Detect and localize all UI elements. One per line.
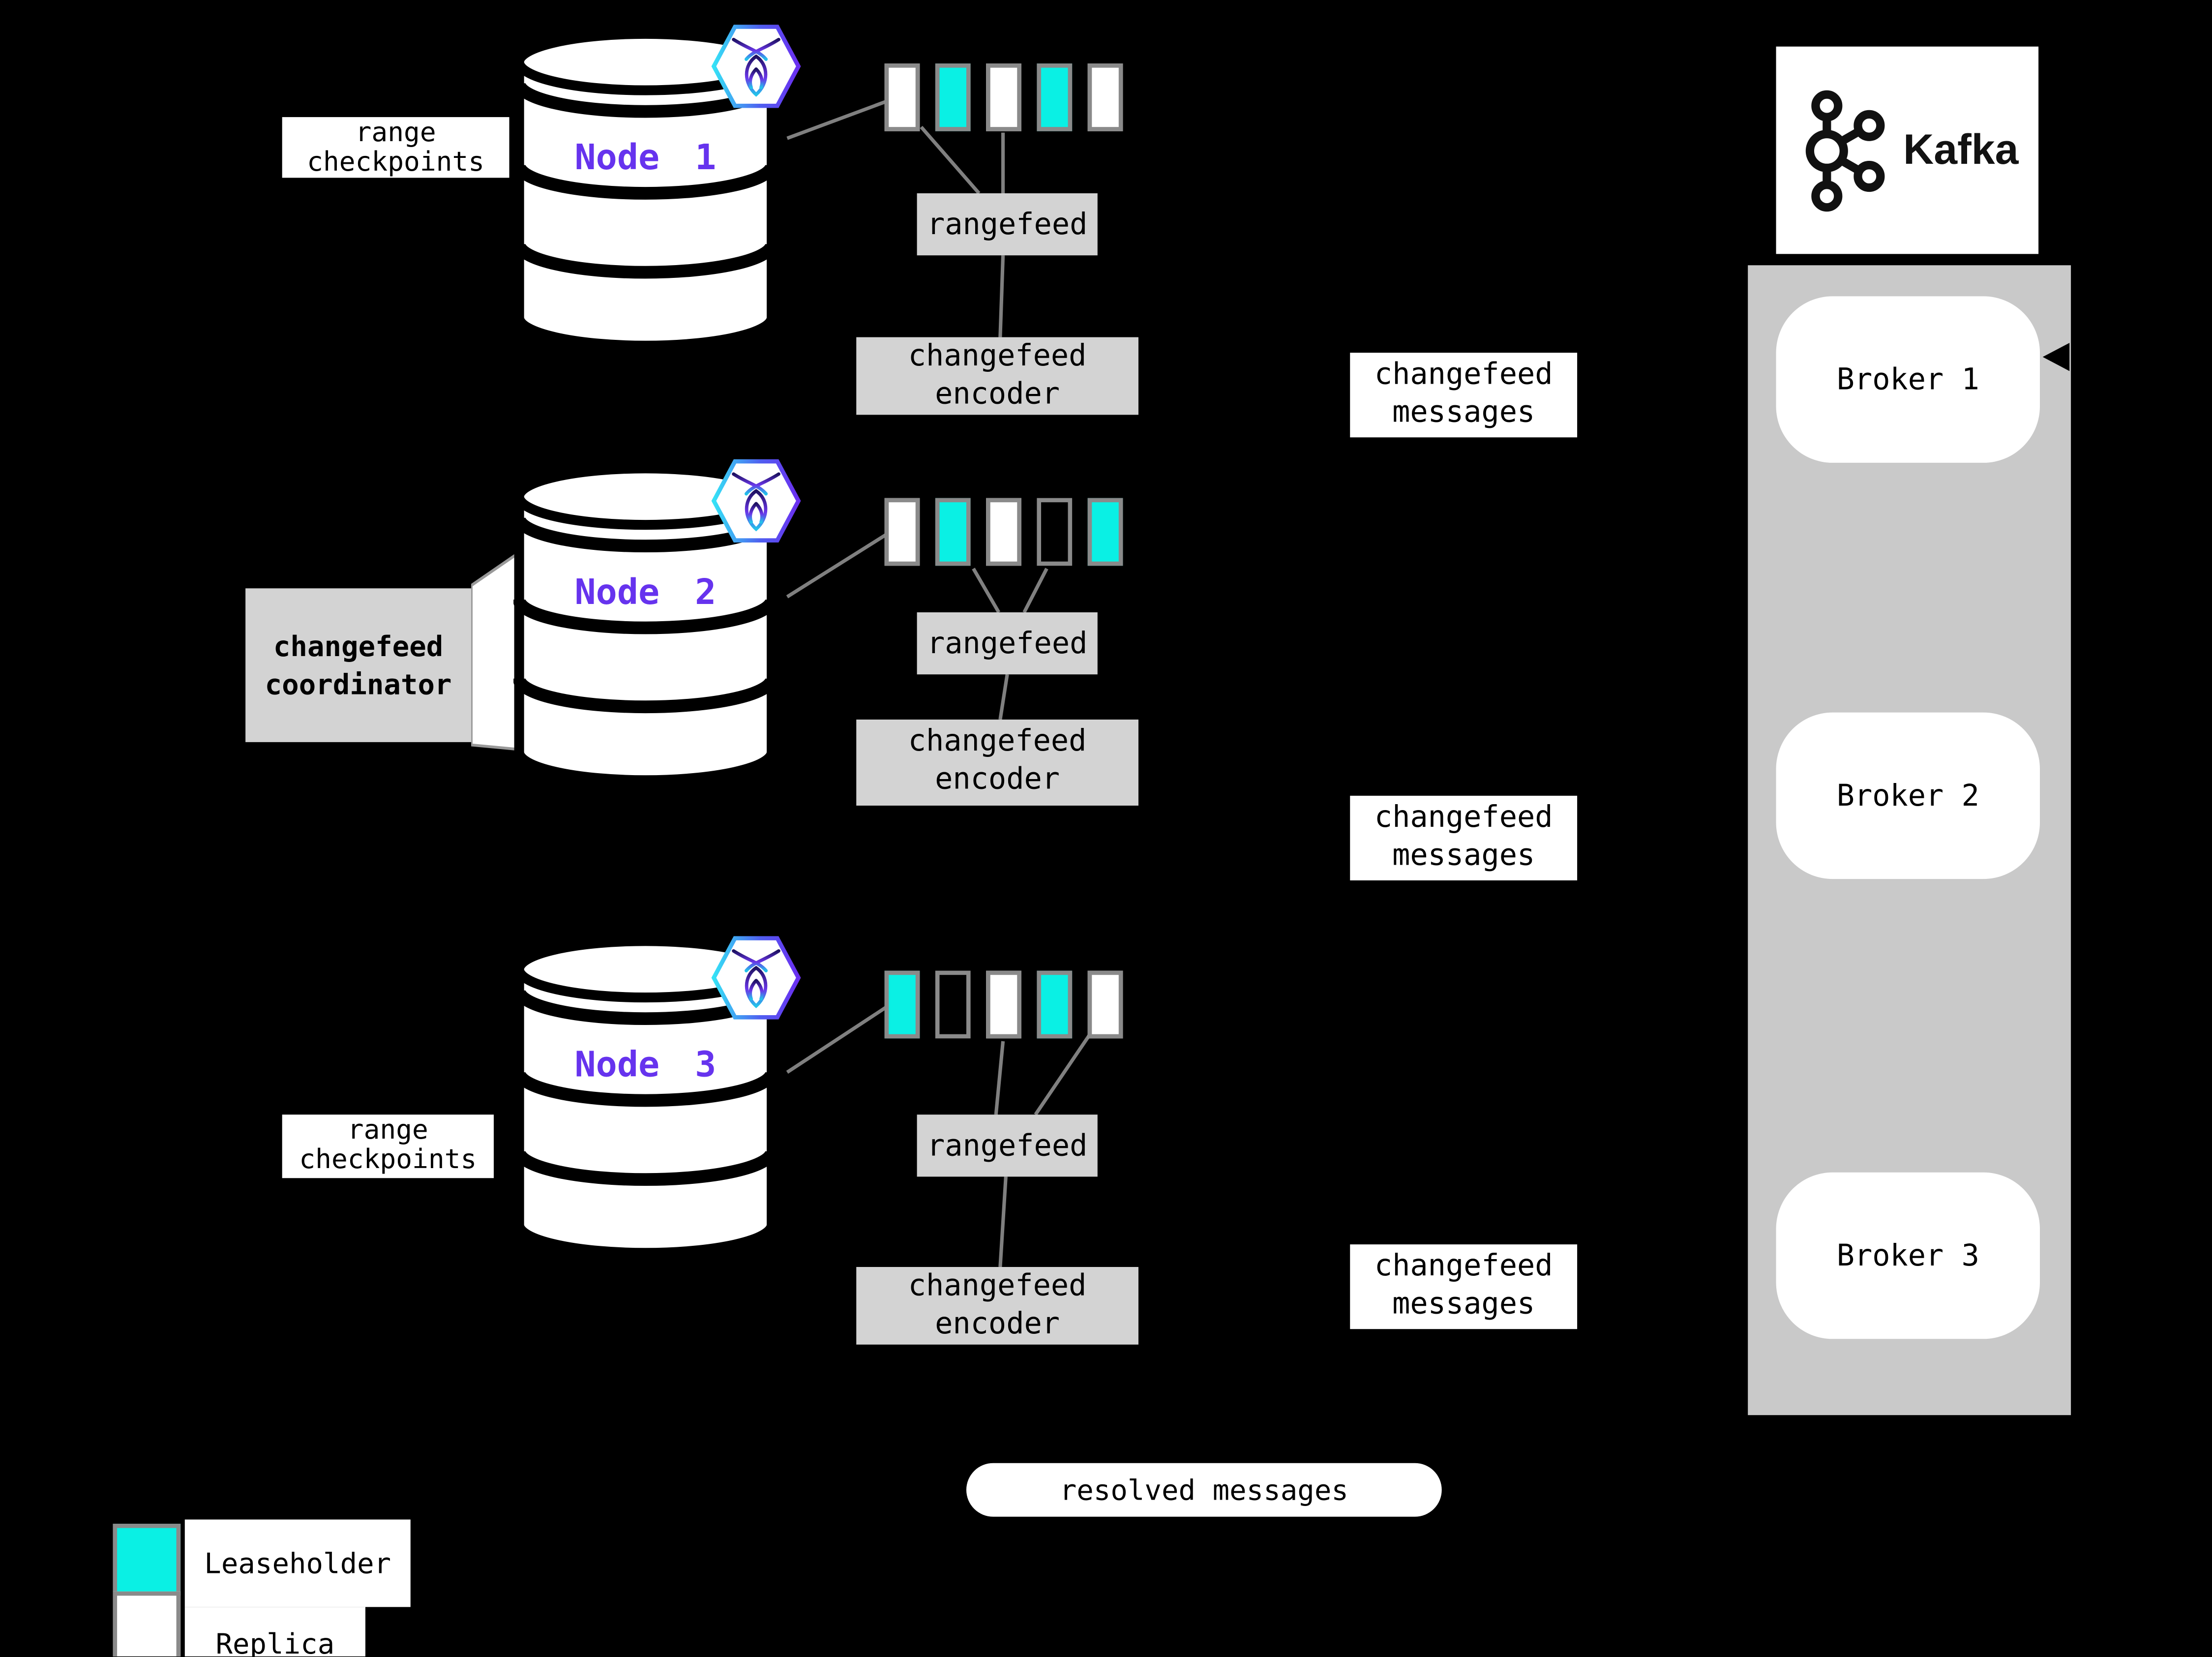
- changefeed-encoder-label: changefeed encoder: [856, 1267, 1138, 1345]
- cockroachdb-logo-icon: [711, 459, 801, 542]
- ranges-row: [884, 970, 1123, 1039]
- kafka-logo-icon: [1806, 90, 1885, 211]
- broker-box: Broker 1: [1776, 296, 2040, 463]
- range-rect-replica: [986, 970, 1021, 1039]
- legend-label-leaseholder: Leaseholder: [184, 1519, 411, 1607]
- connector-line: [998, 255, 1005, 337]
- rangefeed-label: rangefeed: [917, 1115, 1098, 1177]
- range-rect-empty: [935, 970, 971, 1039]
- database-cylinder-icon: [513, 936, 777, 1256]
- range-rect-replica: [986, 63, 1021, 131]
- range-rect-replica: [986, 498, 1021, 566]
- range-rect-leaseholder: [884, 970, 920, 1039]
- range-rect-replica: [1087, 63, 1123, 131]
- connector-line: [786, 533, 887, 599]
- connector-line: [1022, 568, 1048, 613]
- connector-line: [920, 125, 981, 195]
- range-checkpoints-label: range checkpoints: [282, 1115, 494, 1178]
- node-title: Node 1: [574, 137, 717, 178]
- database-cylinder-icon: [513, 30, 777, 349]
- range-checkpoints-label: range checkpoints: [282, 117, 509, 178]
- changefeed-encoder-label: changefeed encoder: [856, 719, 1138, 806]
- ranges-row: [884, 498, 1123, 566]
- kafka-title: Kafka: [1903, 126, 2019, 173]
- range-rect-empty: [1037, 498, 1073, 566]
- connector-line: [786, 1006, 887, 1074]
- connector-line: [972, 568, 1001, 613]
- rangefeed-label: rangefeed: [917, 612, 1098, 675]
- range-rect-leaseholder: [1037, 63, 1073, 131]
- arrowhead-icon: [2042, 343, 2070, 371]
- range-rect-leaseholder: [935, 63, 971, 131]
- changefeed-coordinator-label: changefeed coordinator: [245, 588, 472, 742]
- ranges-row: [884, 63, 1123, 131]
- rangefeed-label: rangefeed: [917, 193, 1098, 256]
- cockroachdb-logo-icon: [711, 25, 801, 108]
- range-rect-leaseholder: [1087, 498, 1123, 566]
- connector-line: [994, 1041, 1005, 1115]
- changefeed-messages-label: changefeed messages: [1350, 1244, 1578, 1329]
- range-rect-replica: [1087, 970, 1123, 1039]
- range-rect-replica: [884, 498, 920, 566]
- legend-swatch-leaseholder: [113, 1524, 181, 1596]
- range-rect-leaseholder: [1037, 970, 1073, 1039]
- resolved-messages-label: resolved messages: [966, 1463, 1442, 1517]
- cockroachdb-logo-icon: [711, 936, 801, 1020]
- range-rect-replica: [884, 63, 920, 131]
- broker-box: Broker 3: [1776, 1172, 2040, 1339]
- changefeed-encoder-label: changefeed encoder: [856, 337, 1138, 415]
- changefeed-messages-label: changefeed messages: [1350, 353, 1578, 438]
- connector-line: [998, 674, 1009, 720]
- legend-label-replica: Replica: [184, 1607, 365, 1657]
- node-title: Node 3: [574, 1044, 717, 1085]
- broker-box: Broker 2: [1776, 712, 2040, 879]
- connector-line: [786, 100, 887, 140]
- connector-line: [998, 1176, 1008, 1267]
- kafka-header: Kafka: [1776, 46, 2039, 254]
- legend-swatch-replica: [113, 1591, 181, 1657]
- node-title: Node 2: [574, 571, 717, 612]
- range-rect-leaseholder: [935, 498, 971, 566]
- changefeed-messages-label: changefeed messages: [1350, 795, 1578, 881]
- connector-line: [1034, 1034, 1091, 1116]
